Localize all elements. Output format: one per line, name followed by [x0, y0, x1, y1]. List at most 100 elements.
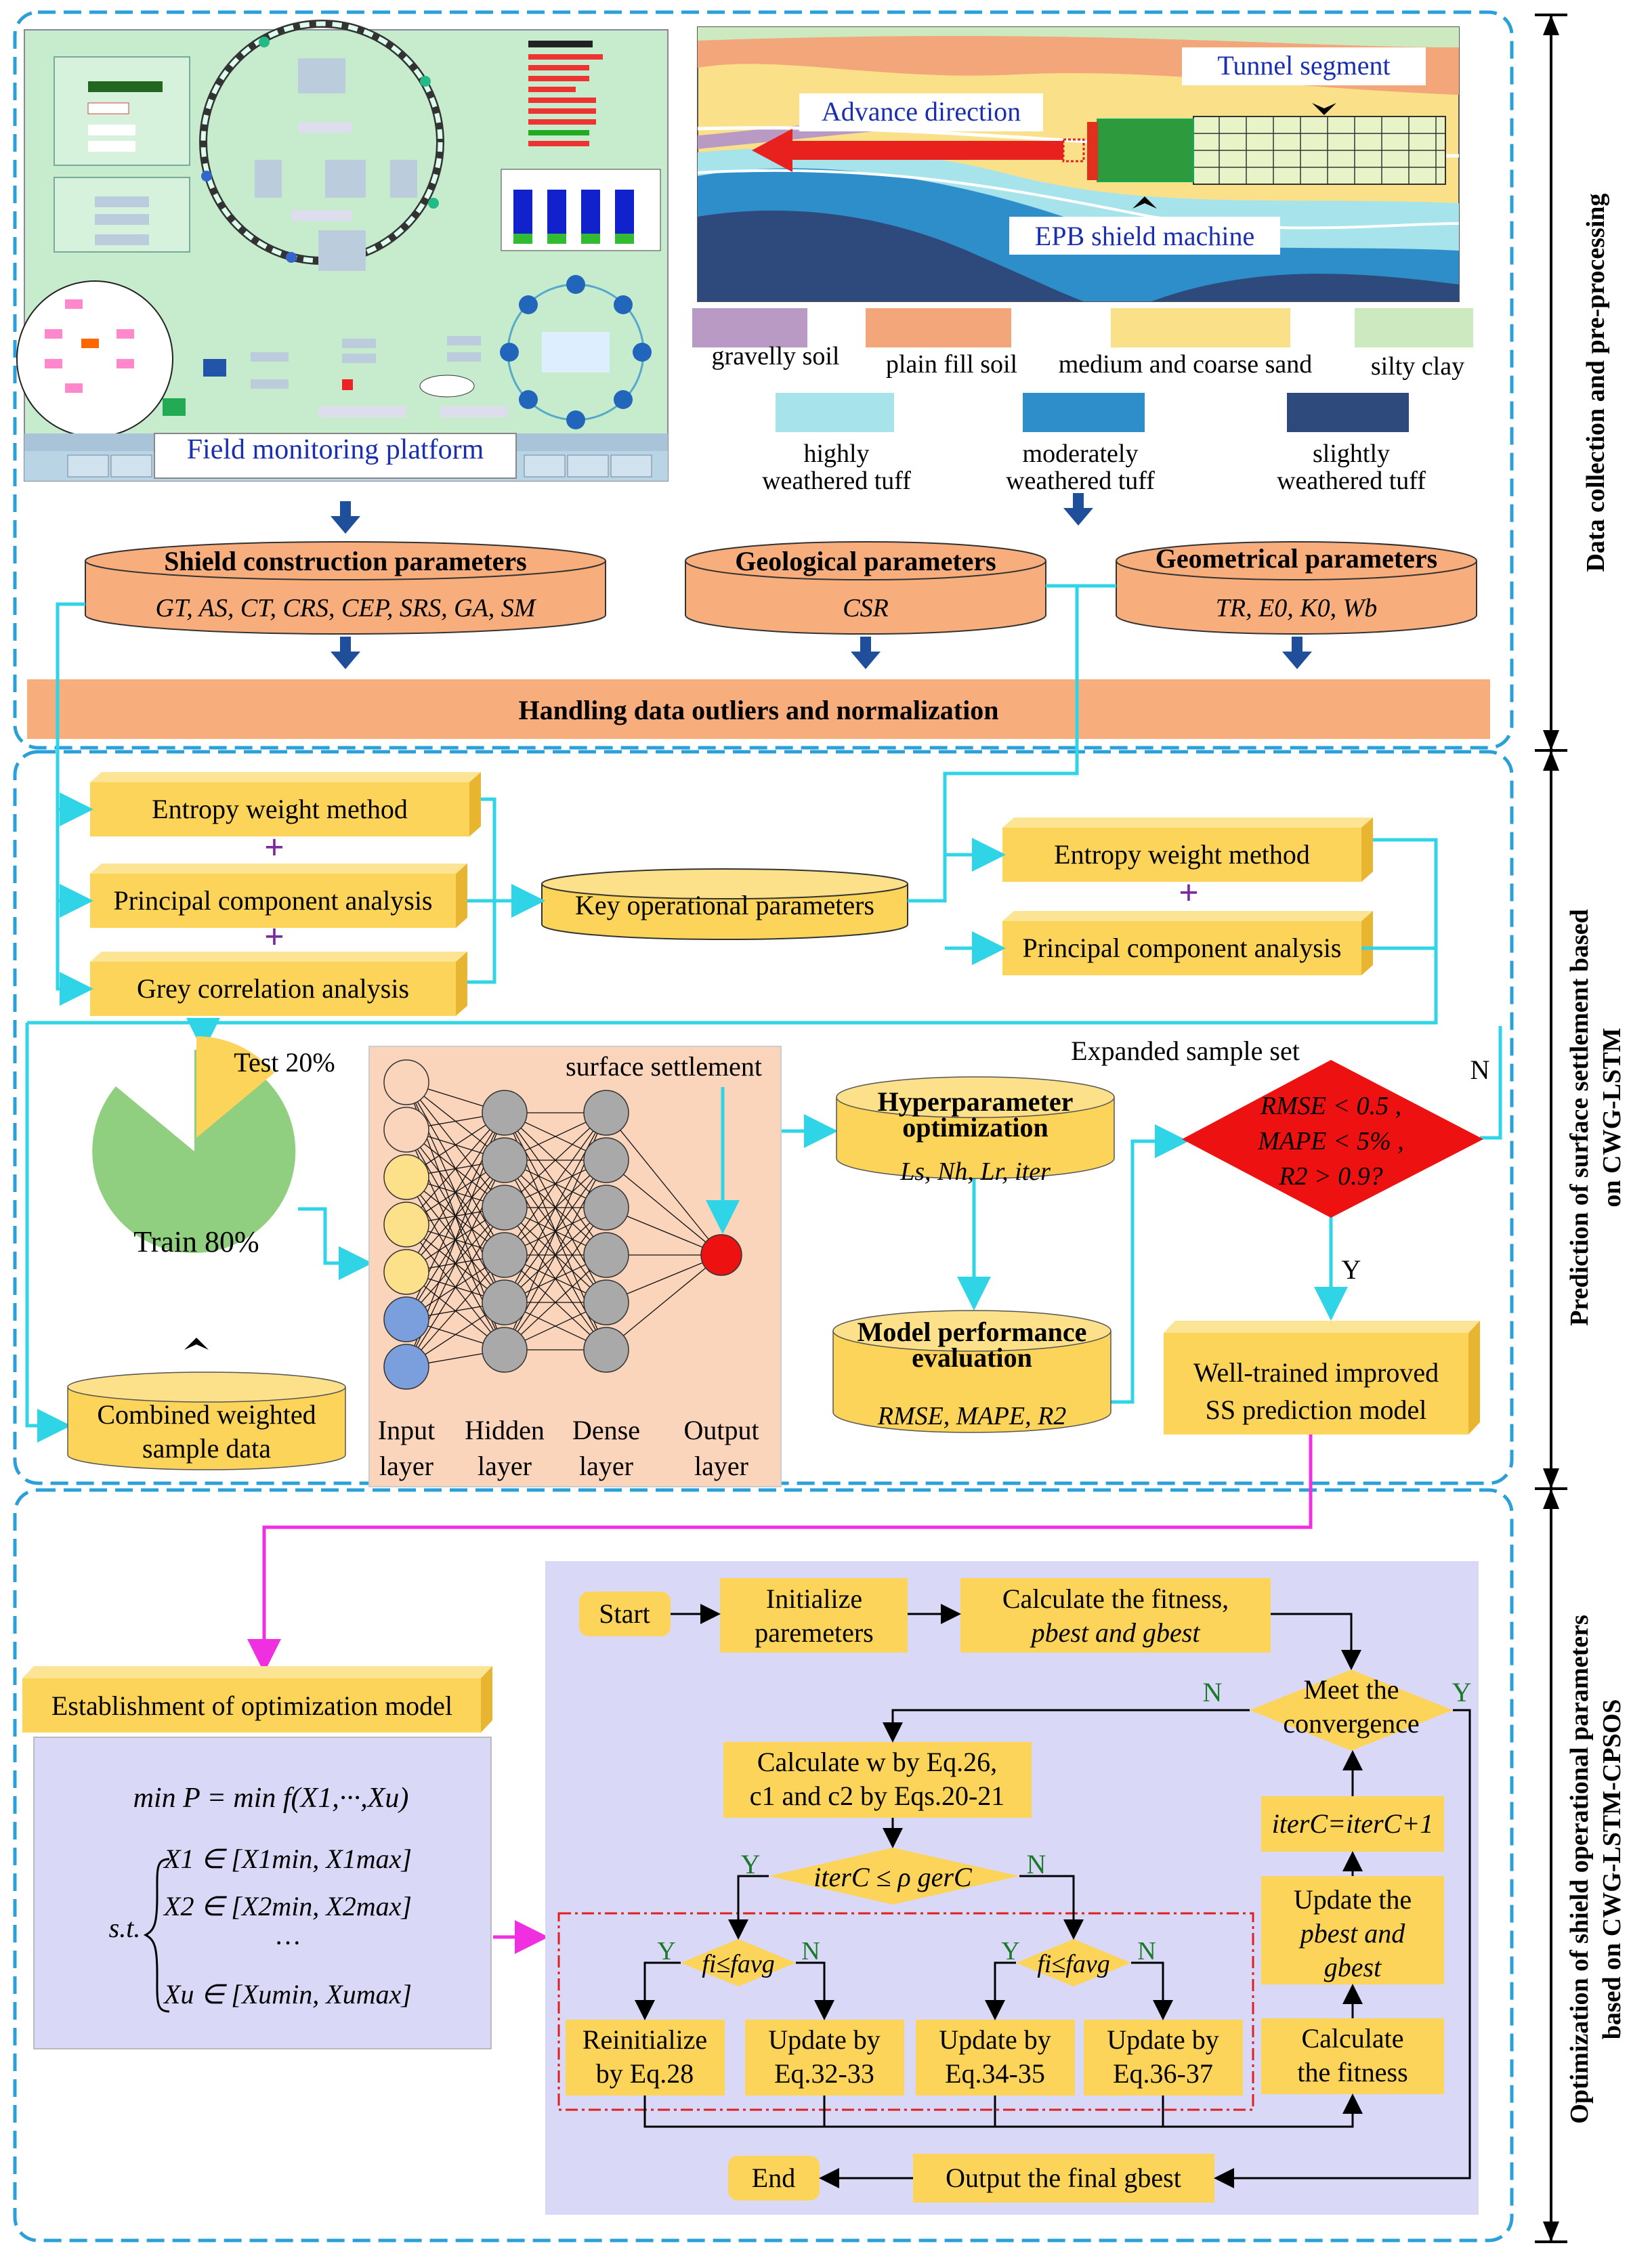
update-eq32-node: Update by Eq.32-33 [745, 2020, 904, 2096]
legend-moderately-l1: moderately [1023, 440, 1139, 468]
legend-highly-l1: highly [803, 440, 869, 468]
legend-swatch-sand [1111, 308, 1290, 347]
entropy-label-left: Entropy weight method [152, 794, 408, 824]
geology-diagram: Tunnel segment Advance direction EPB shi… [692, 26, 1473, 495]
fi-left-no: N [801, 1937, 820, 1965]
key-params-box: Key operational parameters [541, 868, 908, 940]
plus-sign-3: + [1179, 874, 1199, 912]
output-label: Output the final gbest [946, 2163, 1181, 2193]
calc-fit-l2: the fitness [1297, 2057, 1407, 2087]
calc-fitness-node: Calculate the fitness [1261, 2018, 1444, 2094]
hidden-node [482, 1279, 528, 1325]
section2-frame [13, 750, 1514, 1485]
section3-label-line1: Optimization of shield operational param… [1565, 1615, 1594, 2123]
nn-nodes [383, 1059, 742, 1390]
legend-swatch-highly [776, 393, 894, 432]
expanded-sample-label: Expanded sample set [1071, 1036, 1300, 1066]
upd1-l2: Eq.32-33 [774, 2058, 874, 2089]
pca-box-right: Principal component analysis [1002, 911, 1373, 975]
input-node [383, 1344, 429, 1390]
hidden-layer-l1: Hidden [465, 1415, 545, 1445]
iter-cond-label: iterC ≤ ρ gerC [813, 1862, 973, 1892]
iter-yes-label: Y [741, 1849, 761, 1879]
iter-update-label: iterC=iterC+1 [1272, 1808, 1433, 1839]
arrow-down-icon [331, 637, 360, 669]
perf-vars: RMSE, MAPE, R2 [877, 1402, 1067, 1430]
hidden-layer-l2: layer [478, 1451, 532, 1481]
objective-function: min P = min f(X1,···,Xu) [133, 1783, 409, 1814]
dense-node [583, 1137, 629, 1183]
input-node [383, 1202, 429, 1248]
subject-to-label: s.t. [109, 1913, 141, 1943]
legend-plain-fill-soil: plain fill soil [886, 350, 1017, 379]
combined-label-l1: Combined weighted [97, 1399, 316, 1430]
hyper-label-l2: optimization [902, 1112, 1049, 1143]
pca-label-left: Principal component analysis [113, 885, 432, 916]
geom-params-title: Geometrical parameters [1156, 543, 1437, 574]
entropy-label-right: Entropy weight method [1054, 839, 1310, 870]
performance-cylinder: Model performance evaluation RMSE, MAPE,… [832, 1310, 1111, 1433]
geo-params-title: Geological parameters [735, 546, 996, 576]
geo-params-cylinder: Geological parameters CSR [685, 541, 1046, 635]
legend-swatch-gravelly-soil [692, 308, 807, 347]
legend-highly-l2: weathered tuff [762, 467, 911, 495]
pca-label-right: Principal component analysis [1022, 933, 1341, 963]
nn-edge [504, 1207, 607, 1351]
end-label: End [752, 2163, 795, 2193]
section3-frame [13, 1488, 1514, 2242]
optimization-model-title: Establishment of optimization model [51, 1690, 452, 1721]
hidden-node [482, 1327, 528, 1373]
grey-label: Grey correlation analysis [137, 973, 409, 1004]
nn-edge [606, 1112, 722, 1256]
nn-edge [504, 1254, 607, 1351]
input-node [383, 1154, 429, 1200]
section1-label: Data collection and pre-processing [1582, 193, 1610, 572]
nn-edge [606, 1254, 722, 1351]
yes-label: Y [1342, 1254, 1361, 1285]
legend-gravelly-soil: gravelly soil [712, 342, 840, 370]
constraint-1: X1 ∈ [X1min, X1max] [163, 1844, 412, 1874]
dense-node [583, 1327, 629, 1373]
neural-network-panel: surface settlement Input layer Hidden la… [368, 1046, 782, 1487]
tunnel-segment-label: Tunnel segment [1217, 50, 1390, 81]
upd3-l2: Eq.36-37 [1113, 2058, 1213, 2089]
fi-left-yes: Y [657, 1937, 675, 1965]
input-node [383, 1249, 429, 1295]
input-layer-l1: Input [378, 1415, 435, 1445]
nn-edge [406, 1112, 505, 1273]
iter-update-node: iterC=iterC+1 [1261, 1796, 1444, 1852]
input-node [383, 1059, 429, 1105]
fi-diamond-left: fi≤favg [681, 1939, 796, 1986]
cpsos-flowchart: Start Initialize paremeters Calculate th… [545, 1561, 1479, 2215]
fitness-l1: Calculate the fitness, [1002, 1583, 1229, 1614]
legend-swatch-moderately [1023, 393, 1145, 432]
section-frames [13, 10, 1514, 2242]
side-labels: Data collection and pre-processing Predi… [1535, 14, 1626, 2243]
hyper-vars: Ls, Nh, Lr, iter [899, 1157, 1051, 1186]
handling-label: Handling data outliers and normalization [519, 695, 999, 725]
fitness-l2: pbest and gbest [1030, 1617, 1201, 1648]
criteria-diamond: RMSE < 0.5 , MAPE < 5% , R2 > 0.9? [1182, 1060, 1483, 1218]
legend-swatch-plain-fill [866, 308, 1011, 347]
dense-node [583, 1279, 629, 1325]
no-label: N [1470, 1055, 1490, 1085]
dense-node [583, 1185, 629, 1231]
key-params-label: Key operational parameters [575, 890, 874, 920]
shield-params-cylinder: Shield construction parameters GT, AS, C… [85, 541, 606, 635]
iter-diamond: iterC ≤ ρ gerC [769, 1848, 1019, 1905]
handling-bar [27, 679, 1490, 739]
section2-label-line1: Prediction of surface settlement based [1565, 909, 1594, 1326]
section1-frame [13, 10, 1514, 750]
arrow-down-icon [1063, 493, 1093, 526]
parameter-cylinders: Shield construction parameters GT, AS, C… [85, 541, 1477, 635]
update-eq34-node: Update by Eq.34-35 [916, 2020, 1075, 2096]
upd-pbest-l3: gbest [1324, 1952, 1382, 1982]
fitness-node: Calculate the fitness, pbest and gbest [960, 1578, 1271, 1653]
dense-node [583, 1232, 629, 1278]
weighting-methods: Entropy weight method + Principal compon… [90, 772, 1373, 1016]
hidden-node [482, 1232, 528, 1278]
dashed-region [557, 1912, 1254, 2111]
geom-params-cylinder: Geometrical parameters TR, E0, K0, Wb [1116, 541, 1477, 635]
constraint-dots: ··· [274, 1928, 301, 1958]
legend-slightly-l2: weathered tuff [1277, 467, 1426, 495]
